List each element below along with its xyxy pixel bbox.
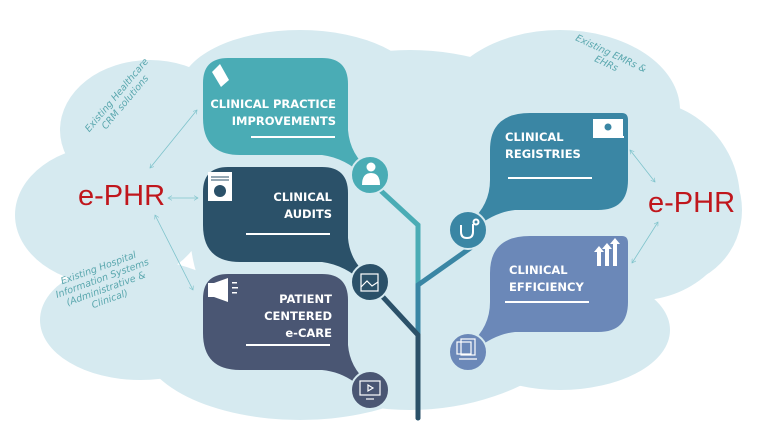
card-title-line: REGISTRIES (505, 147, 581, 161)
card-clinical-efficiency: CLINICAL EFFICIENCY (509, 262, 584, 296)
connector-arrows (150, 110, 659, 290)
card-title-line: PATIENT (279, 292, 332, 306)
card-clinical-practice: CLINICAL PRACTICE IMPROVEMENTS (210, 96, 336, 130)
tree (377, 187, 479, 421)
document-clock-icon (208, 172, 232, 201)
computer-icon (456, 338, 477, 360)
card-title-line: EFFICIENCY (509, 280, 584, 294)
video-monitor-icon (359, 380, 381, 400)
card-title-line: CENTERED (264, 309, 332, 323)
cards (203, 58, 628, 390)
card-patient-centered: PATIENT CENTERED e-CARE (264, 291, 332, 342)
card-title-line: AUDITS (284, 207, 332, 221)
laptop-gear-icon (593, 119, 624, 138)
card-title-line: IMPROVEMENTS (231, 114, 336, 128)
arrows-up-icon (594, 238, 620, 266)
underlines (246, 136, 592, 346)
card-clinical-registries: CLINICAL REGISTRIES (505, 129, 581, 163)
card-title-line: CLINICAL (505, 130, 564, 144)
card-title-line: CLINICAL (509, 263, 568, 277)
tag-icon (212, 64, 229, 87)
stethoscope-icon (460, 218, 480, 240)
devices-image-icon (360, 273, 379, 292)
card-title-line: e-CARE (285, 326, 332, 340)
doctor-icon (362, 162, 380, 185)
card-title-line: CLINICAL (273, 190, 332, 204)
megaphone-icon (208, 278, 238, 302)
card-clinical-audits: CLINICAL AUDITS (273, 189, 332, 223)
e-phr-label-left: e-PHR (78, 180, 166, 212)
e-phr-label-right: e-PHR (648, 187, 736, 219)
card-title-line: CLINICAL PRACTICE (210, 97, 336, 111)
